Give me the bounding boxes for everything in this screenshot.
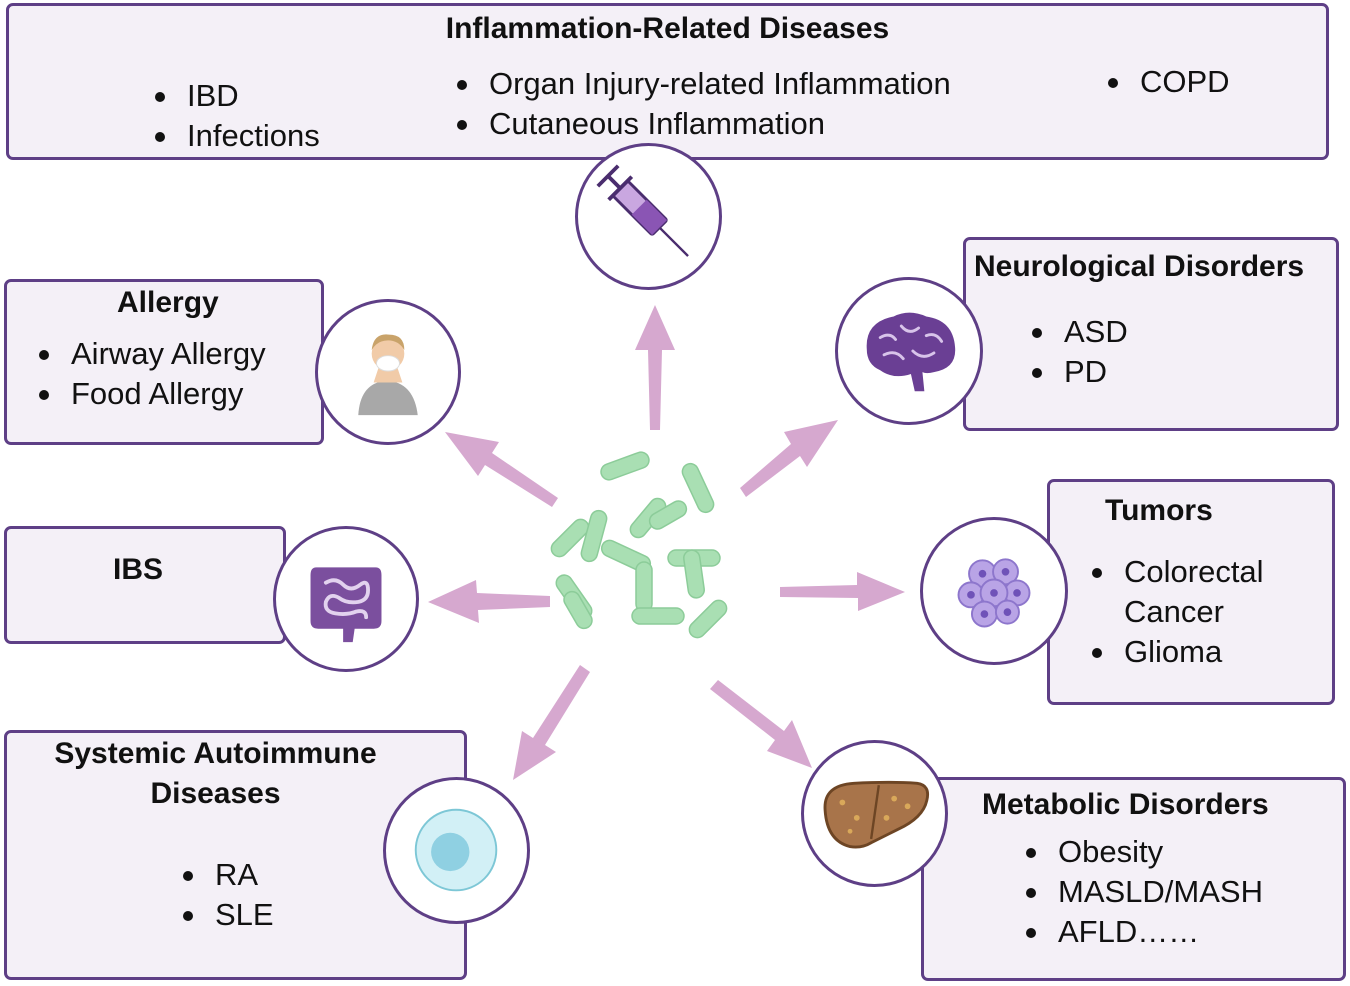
list-item: ASD — [1026, 312, 1128, 352]
brain-icon — [866, 312, 956, 392]
neuro-box: Neurological Disorders ASD PD — [963, 237, 1339, 431]
autoimmune-title-line1: Systemic Autoimmune — [54, 737, 377, 770]
list-item: Obesity — [1020, 832, 1263, 872]
allergy-box: Allergy Airway Allergy Food Allergy — [4, 279, 324, 445]
tumors-box: Tumors Colorectal Cancer Glioma — [1047, 479, 1335, 705]
inflammation-box: Inflammation-Related Diseases IBD Infect… — [6, 3, 1329, 160]
list-item: SLE — [177, 895, 274, 935]
immune-cell-icon — [414, 808, 498, 892]
tumors-title: Tumors — [1105, 494, 1213, 527]
arrows — [428, 305, 905, 780]
list-item: RA — [177, 855, 274, 895]
inflammation-title: Inflammation-Related Diseases — [445, 12, 890, 45]
neuro-circle — [835, 277, 983, 425]
arrow-autoimmune — [513, 665, 590, 780]
list-item: Airway Allergy — [33, 334, 266, 374]
sneezing-person-icon — [358, 334, 418, 416]
neuro-title: Neurological Disorders — [974, 250, 1305, 283]
list-item: IBD — [149, 76, 320, 116]
autoimmune-list: RA SLE — [177, 855, 274, 935]
syringe-circle — [575, 143, 722, 290]
neuro-list: ASD PD — [1026, 312, 1128, 392]
metabolic-title: Metabolic Disorders — [982, 788, 1269, 821]
ibs-box: IBS — [4, 526, 286, 644]
metabolic-circle — [801, 740, 948, 887]
arrow-tumors — [780, 572, 905, 611]
arrow-ibs — [428, 580, 550, 623]
ibs-circle — [273, 526, 419, 672]
tumor-cell-icon — [957, 558, 1031, 628]
tumors-list: Colorectal Cancer Glioma — [1086, 552, 1264, 672]
list-item: Organ Injury-related Inflammation — [451, 64, 951, 104]
syringe-icon — [596, 164, 689, 257]
list-item: COPD — [1102, 62, 1230, 102]
inflammation-list-3: COPD — [1102, 62, 1230, 102]
arrow-up — [635, 305, 675, 430]
liver-icon — [823, 780, 930, 849]
list-item: MASLD/MASH — [1020, 872, 1263, 912]
tumors-circle — [920, 517, 1068, 665]
autoimmune-circle — [383, 777, 530, 924]
list-item: PD — [1026, 352, 1128, 392]
list-item: Infections — [149, 116, 320, 156]
arrow-neuro — [740, 420, 838, 497]
metabolic-list: Obesity MASLD/MASH AFLD…… — [1020, 832, 1263, 952]
bacteria-icon — [550, 451, 728, 639]
inflammation-list-2: Organ Injury-related Inflammation Cutane… — [451, 64, 951, 144]
allergy-circle — [315, 299, 461, 445]
list-item: AFLD…… — [1020, 912, 1263, 952]
list-item: Food Allergy — [33, 374, 266, 414]
allergy-title: Allergy — [117, 286, 219, 319]
list-item: Cutaneous Inflammation — [451, 104, 951, 144]
ibs-title: IBS — [113, 553, 164, 586]
intestine-icon — [310, 567, 382, 643]
autoimmune-title-line2: Diseases — [150, 777, 281, 810]
arrow-metabolic — [710, 680, 812, 768]
list-item: Colorectal — [1086, 552, 1264, 592]
inflammation-list-1: IBD Infections — [149, 76, 320, 156]
list-item: Glioma — [1086, 632, 1264, 672]
allergy-list: Airway Allergy Food Allergy — [33, 334, 266, 414]
metabolic-box: Metabolic Disorders Obesity MASLD/MASH A… — [921, 777, 1346, 981]
list-item-continuation: Cancer — [1124, 594, 1224, 629]
arrow-allergy — [445, 432, 558, 507]
